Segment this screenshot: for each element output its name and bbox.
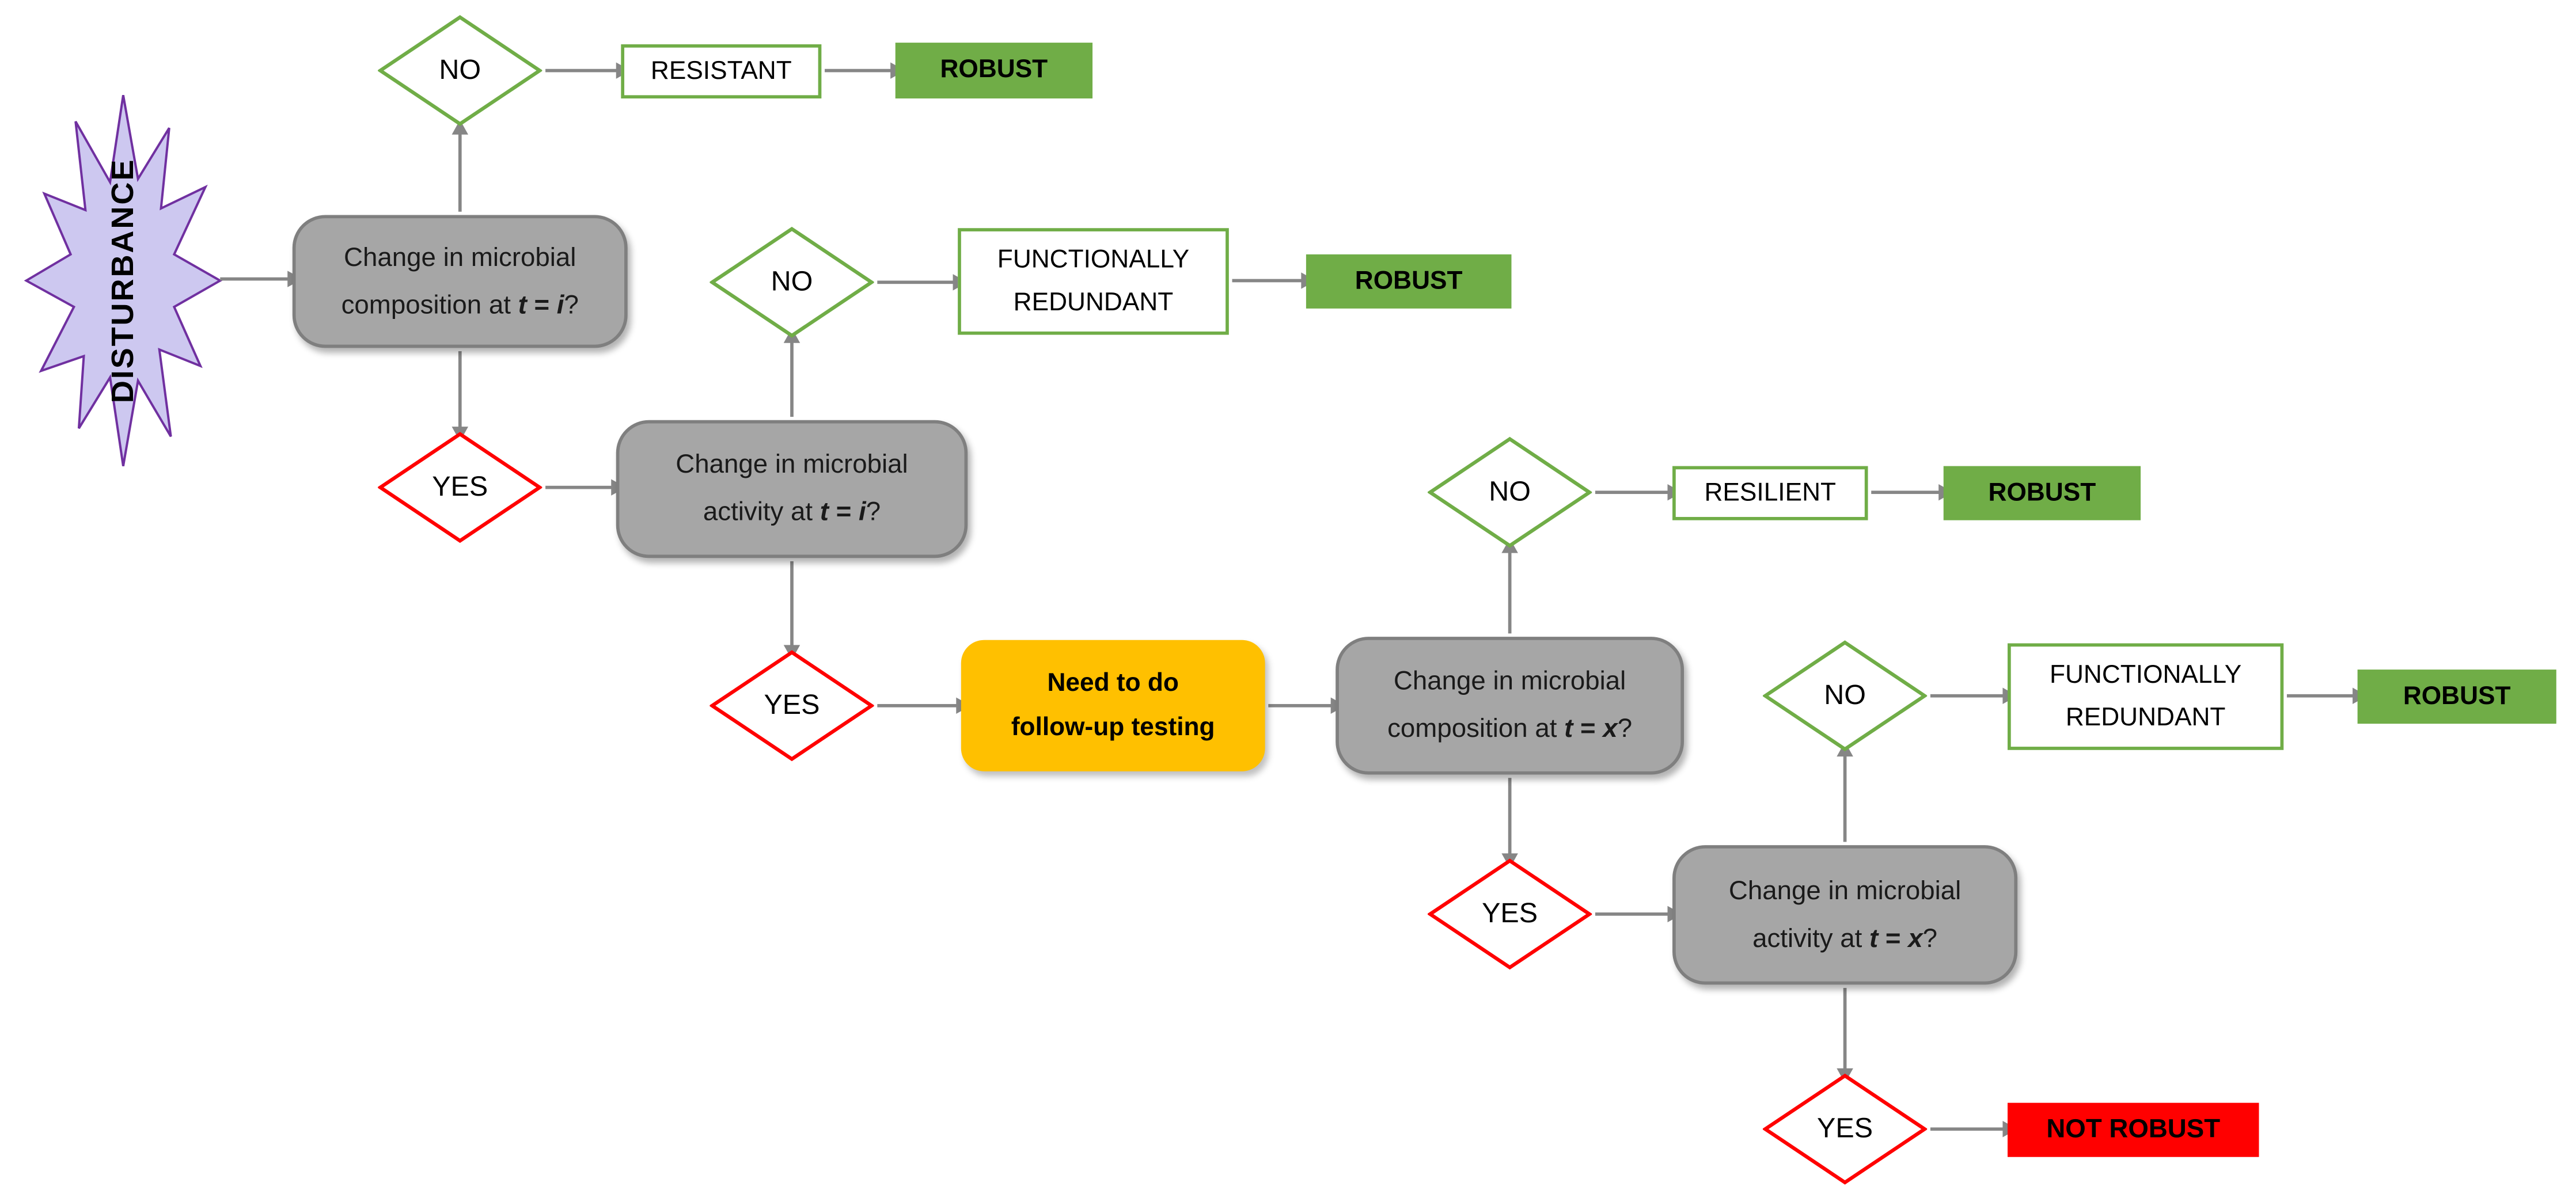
diamond-shape	[1762, 1073, 1928, 1185]
question-composition-t-x: Change in microbial composition at t = x…	[1336, 637, 1685, 775]
question-line1: Change in microbial	[1728, 877, 1962, 906]
decision-no-2-label: NO	[771, 265, 813, 297]
action-line2: follow-up testing	[1011, 714, 1215, 742]
decision-no-3-label: NO	[1489, 476, 1531, 507]
arrow-resistant-to-robust1	[825, 69, 893, 73]
decision-yes-3-label: YES	[1482, 897, 1538, 929]
outcome-functionally-redundant-1: FUNCTIONALLY REDUNDANT	[958, 228, 1229, 335]
question-line1: Change in microbial	[676, 451, 908, 480]
decision-no-1: NO	[378, 15, 542, 127]
disturbance-starburst: DISTURBANCE	[23, 90, 225, 471]
arrow-no3-to-resilient	[1595, 490, 1670, 495]
arrow-yes1-to-activity-i	[545, 485, 613, 489]
decision-yes-1: YES	[378, 432, 542, 543]
outcome-fr1-line1: FUNCTIONALLY	[997, 245, 1190, 273]
result-not-robust-label: NOT ROBUST	[2046, 1115, 2221, 1143]
decision-yes-4: YES	[1762, 1073, 1928, 1185]
result-robust-2: ROBUST	[1306, 254, 1512, 309]
diamond-shape	[710, 226, 874, 338]
arrow-no4-to-functionally-redundant2	[1930, 694, 2005, 698]
arrow-followup-to-composition-x	[1268, 703, 1333, 708]
outcome-resilient-label: RESILIENT	[1704, 478, 1837, 507]
outcome-resilient: RESILIENT	[1672, 466, 1868, 520]
diamond-shape	[1762, 640, 1928, 752]
decision-no-4: NO	[1762, 640, 1928, 752]
arrow-disturbance-to-composition-i	[220, 277, 290, 281]
decision-no-4-label: NO	[1824, 679, 1866, 711]
arrow-yes2-to-followup	[877, 703, 958, 708]
result-robust-4-label: ROBUST	[2403, 682, 2511, 710]
outcome-fr2-line2: REDUNDANT	[2065, 703, 2226, 731]
question-line2: composition at t = x?	[1387, 715, 1633, 744]
outcome-fr2-line1: FUNCTIONALLY	[2049, 660, 2242, 689]
disturbance-label: DISTURBANCE	[105, 158, 141, 404]
question-line2: activity at t = x?	[1752, 925, 1938, 953]
decision-yes-2-label: YES	[764, 689, 820, 721]
result-robust-3-label: ROBUST	[1988, 478, 2096, 507]
action-followup-testing: Need to do follow-up testing	[961, 640, 1265, 771]
diamond-shape	[378, 15, 542, 127]
outcome-resistant-label: RESISTANT	[650, 56, 792, 85]
question-activity-t-x: Change in microbial activity at t = x?	[1672, 845, 2018, 985]
arrow-composition-i-to-yes1	[458, 351, 462, 429]
arrow-no1-to-resistant	[545, 69, 618, 73]
result-robust-3: ROBUST	[1943, 466, 2141, 520]
outcome-fr1-line2: REDUNDANT	[1013, 288, 1174, 316]
arrow-composition-i-to-no1	[458, 132, 462, 212]
arrow-no2-to-functionally-redundant1	[877, 280, 955, 284]
result-robust-2-label: ROBUST	[1355, 267, 1463, 295]
outcome-functionally-redundant-2: FUNCTIONALLY REDUNDANT	[2007, 643, 2284, 750]
diamond-shape	[710, 650, 874, 762]
outcome-resistant: RESISTANT	[621, 44, 822, 99]
arrow-functionally-redundant2-to-robust4	[2286, 694, 2354, 698]
question-composition-t-i: Change in microbial composition at t = i…	[292, 215, 628, 348]
arrow-activity-i-to-yes2	[790, 561, 794, 647]
question-line2: activity at t = i?	[703, 499, 881, 527]
decision-yes-3: YES	[1427, 858, 1592, 970]
starburst-shape	[24, 94, 223, 466]
decision-no-3: NO	[1427, 436, 1592, 548]
decision-no-1-label: NO	[439, 54, 481, 86]
action-line1: Need to do	[1047, 670, 1179, 698]
decision-yes-1-label: YES	[432, 471, 488, 503]
arrow-activity-i-to-no2	[790, 341, 794, 417]
question-line2: composition at t = i?	[341, 291, 579, 320]
result-robust-1-label: ROBUST	[940, 55, 1048, 84]
result-robust-4: ROBUST	[2357, 670, 2556, 724]
diamond-shape	[1427, 858, 1592, 970]
decision-no-2: NO	[710, 226, 874, 338]
question-line1: Change in microbial	[344, 244, 576, 272]
decision-yes-4-label: YES	[1817, 1112, 1873, 1144]
result-not-robust: NOT ROBUST	[2007, 1102, 2259, 1157]
arrow-composition-x-to-yes3	[1508, 778, 1512, 855]
arrow-functionally-redundant1-to-robust2	[1232, 279, 1303, 283]
diamond-shape	[378, 432, 542, 543]
arrow-composition-x-to-no3	[1508, 551, 1512, 634]
question-line1: Change in microbial	[1393, 668, 1626, 696]
decision-yes-2: YES	[710, 650, 874, 762]
arrow-resilient-to-robust3	[1871, 490, 1941, 495]
arrow-activity-x-to-yes4	[1843, 988, 1847, 1070]
arrow-yes4-to-not-robust	[1930, 1127, 2005, 1131]
diamond-shape	[1427, 436, 1592, 548]
arrow-activity-x-to-no4	[1843, 755, 1847, 842]
result-robust-1: ROBUST	[895, 43, 1093, 99]
question-activity-t-i: Change in microbial activity at t = i?	[616, 420, 968, 558]
arrow-yes3-to-activity-x	[1595, 912, 1670, 916]
